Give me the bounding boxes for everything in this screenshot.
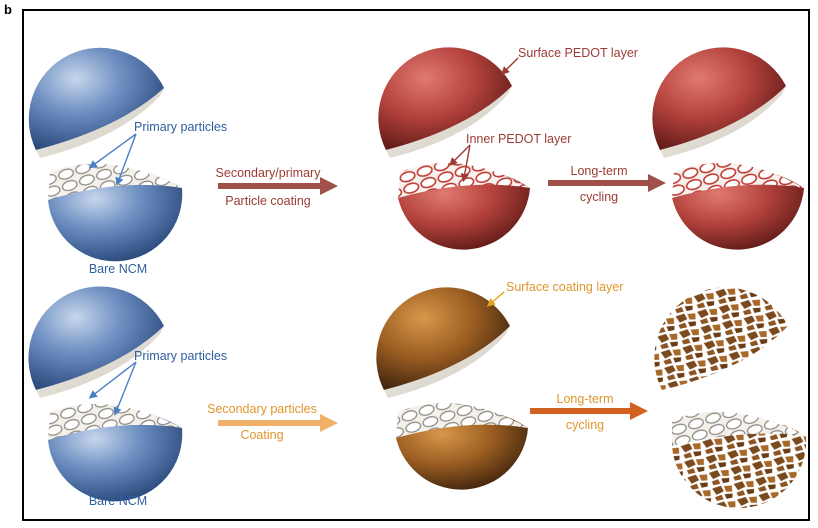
arrow2-bottom-label-row1: cycling <box>579 190 619 204</box>
arrow1-top-label-row1: Secondary/primary <box>215 166 321 180</box>
coating-arrow-row2 <box>218 414 338 432</box>
primary-particles-label-row2: Primary particles <box>134 349 228 363</box>
primary-particles-pointers-row1 <box>88 133 137 186</box>
cracked-particle-row2 <box>654 287 807 509</box>
arrow2-top-label-row2: Long-term <box>556 392 614 406</box>
panel-label: b <box>4 2 12 17</box>
surface-pedot-pointer <box>501 57 519 75</box>
cycling-arrow-row1 <box>548 174 666 192</box>
inner-pedot-pointers <box>449 144 471 183</box>
arrow2-bottom-label-row2: cycling <box>565 418 605 432</box>
surface-coating-label: Surface coating layer <box>506 280 624 294</box>
cycling-arrow-row2 <box>530 402 648 420</box>
inner-pedot-label: Inner PEDOT layer <box>466 132 572 146</box>
cycled-pedot-particle-row1 <box>652 47 804 250</box>
figure-frame <box>22 9 810 521</box>
pedot-coated-particle-row1 <box>378 47 530 250</box>
coating-arrow-row1 <box>218 177 338 195</box>
bare-ncm-label-row2: Bare NCM <box>88 494 148 508</box>
bare-ncm-label-row1: Bare NCM <box>88 262 148 276</box>
arrow1-top-label-row2: Secondary particles <box>207 402 317 416</box>
surface-coating-pointer <box>486 291 505 307</box>
surface-pedot-label: Surface PEDOT layer <box>518 46 638 60</box>
bare-ncm-particle-row1 <box>28 47 183 262</box>
surface-coated-particle-row2 <box>376 287 528 490</box>
arrow1-bottom-label-row2: Coating <box>240 428 284 442</box>
arrow1-bottom-label-row1: Particle coating <box>225 194 311 208</box>
bare-ncm-particle-row2 <box>28 286 183 502</box>
primary-particles-label-row1: Primary particles <box>134 120 228 134</box>
primary-particles-pointers-row2 <box>88 361 137 416</box>
arrow2-top-label-row1: Long-term <box>570 164 628 178</box>
